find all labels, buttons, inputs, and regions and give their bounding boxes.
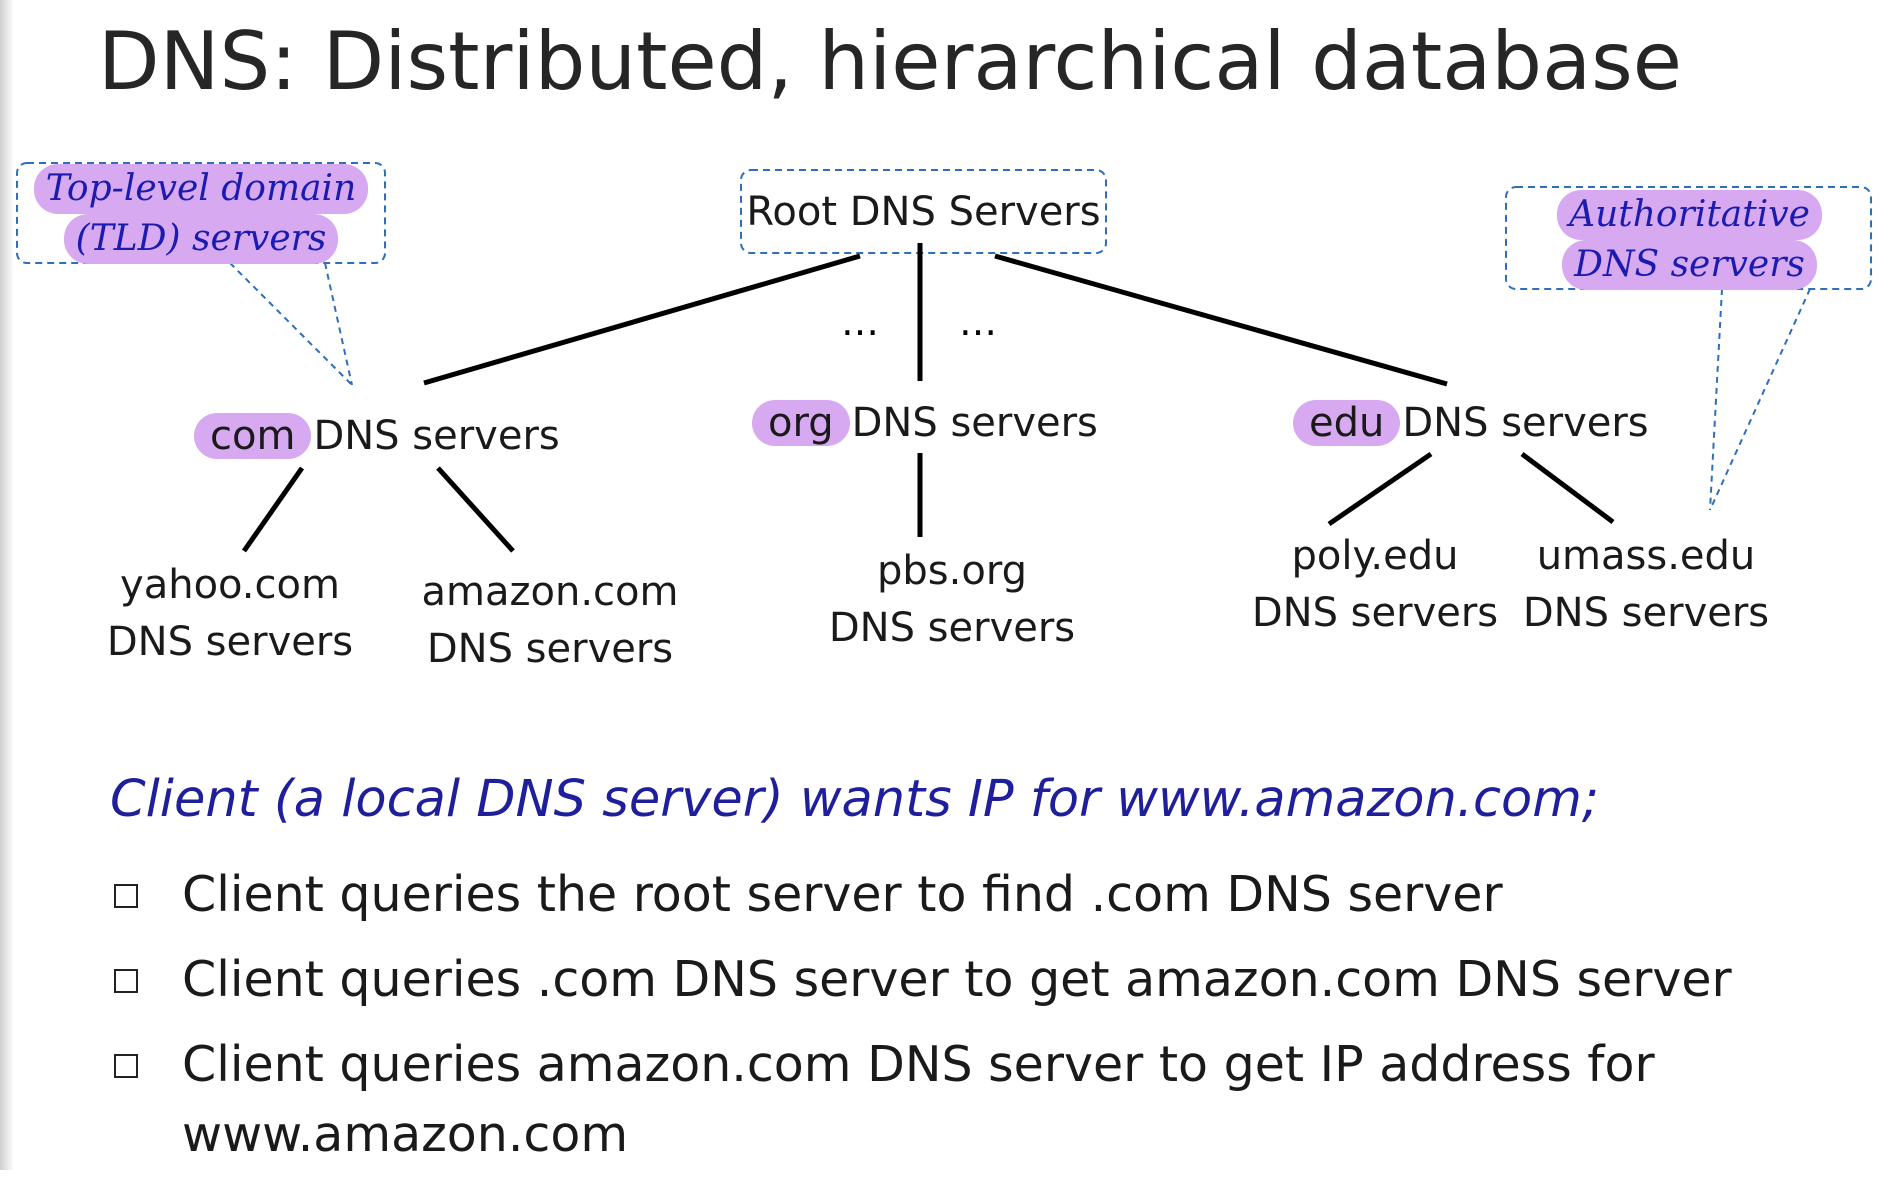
umass-line2: DNS servers — [1522, 590, 1770, 636]
query-step-1-text: Client queries the root server to find .… — [182, 866, 1503, 923]
checkbox-square-icon — [114, 884, 138, 908]
query-step-1: Client queries the root server to find .… — [110, 860, 1732, 930]
tld-pointer-left — [229, 262, 353, 386]
poly-line1: poly.edu — [1291, 533, 1459, 579]
root-dns-servers-label: Root DNS Servers — [746, 189, 1101, 235]
edge-edu-umass — [1520, 451, 1615, 525]
amazon-line1: amazon.com — [421, 569, 679, 615]
client-request-text: Client (a local DNS server) wants IP for… — [110, 770, 1600, 829]
query-step-3: Client queries amazon.com DNS server to … — [110, 1030, 1732, 1170]
edge-com-yahoo — [241, 466, 305, 553]
tld-callout-box — [16, 162, 386, 264]
tld-callout-line1: Top-level domain — [33, 164, 369, 214]
edu-label-rest: DNS servers — [1402, 400, 1649, 446]
query-step-2: Client queries .com DNS server to get am… — [110, 945, 1732, 1015]
amazon-dns-servers-label: amazon.com DNS servers — [420, 564, 680, 678]
pbs-line2: DNS servers — [828, 605, 1076, 651]
yahoo-line2: DNS servers — [106, 619, 354, 665]
auth-callout-line1: Authoritative — [1557, 190, 1822, 240]
ellipsis-right: … — [959, 300, 997, 344]
edge-root-edu — [994, 253, 1448, 387]
edge-root-com — [423, 253, 861, 386]
query-steps-list: Client queries the root server to find .… — [110, 860, 1732, 1185]
org-label-rest: DNS servers — [851, 400, 1098, 446]
pbs-dns-servers-label: pbs.org DNS servers — [822, 543, 1082, 657]
ellipsis-left: … — [841, 300, 879, 344]
yahoo-dns-servers-label: yahoo.com DNS servers — [100, 557, 360, 671]
slide-edge-shadow — [0, 0, 14, 1170]
edu-highlight: edu — [1293, 400, 1401, 446]
amazon-line2: DNS servers — [426, 626, 674, 672]
pbs-line1: pbs.org — [877, 548, 1027, 594]
tld-callout-text: Top-level domain (TLD) servers — [30, 164, 372, 264]
org-highlight: org — [752, 400, 850, 446]
umass-dns-servers-label: umass.edu DNS servers — [1516, 528, 1776, 642]
edge-com-amazon — [436, 466, 515, 553]
auth-callout-text: Authoritative DNS servers — [1512, 190, 1867, 290]
checkbox-square-icon — [114, 969, 138, 993]
com-highlight: com — [194, 413, 312, 459]
auth-pointer-right — [1709, 288, 1811, 511]
com-label-rest: DNS servers — [313, 413, 560, 459]
tld-pointer-right — [324, 262, 353, 386]
umass-line1: umass.edu — [1536, 533, 1756, 579]
checkbox-square-icon — [114, 1054, 138, 1078]
query-step-3-text: Client queries amazon.com DNS server to … — [182, 1036, 1655, 1093]
query-step-3-continuation: www.amazon.com — [182, 1106, 629, 1163]
root-box — [740, 169, 1107, 254]
auth-callout-line2: DNS servers — [1562, 240, 1817, 290]
yahoo-line1: yahoo.com — [120, 562, 340, 608]
poly-line2: DNS servers — [1251, 590, 1499, 636]
slide-title: DNS: Distributed, hierarchical database — [98, 15, 1682, 108]
auth-pointer-left — [1709, 288, 1723, 511]
poly-dns-servers-label: poly.edu DNS servers — [1245, 528, 1505, 642]
tld-callout-line2: (TLD) servers — [63, 214, 339, 264]
query-step-2-text: Client queries .com DNS server to get am… — [182, 951, 1732, 1008]
edge-edu-poly — [1327, 451, 1433, 527]
